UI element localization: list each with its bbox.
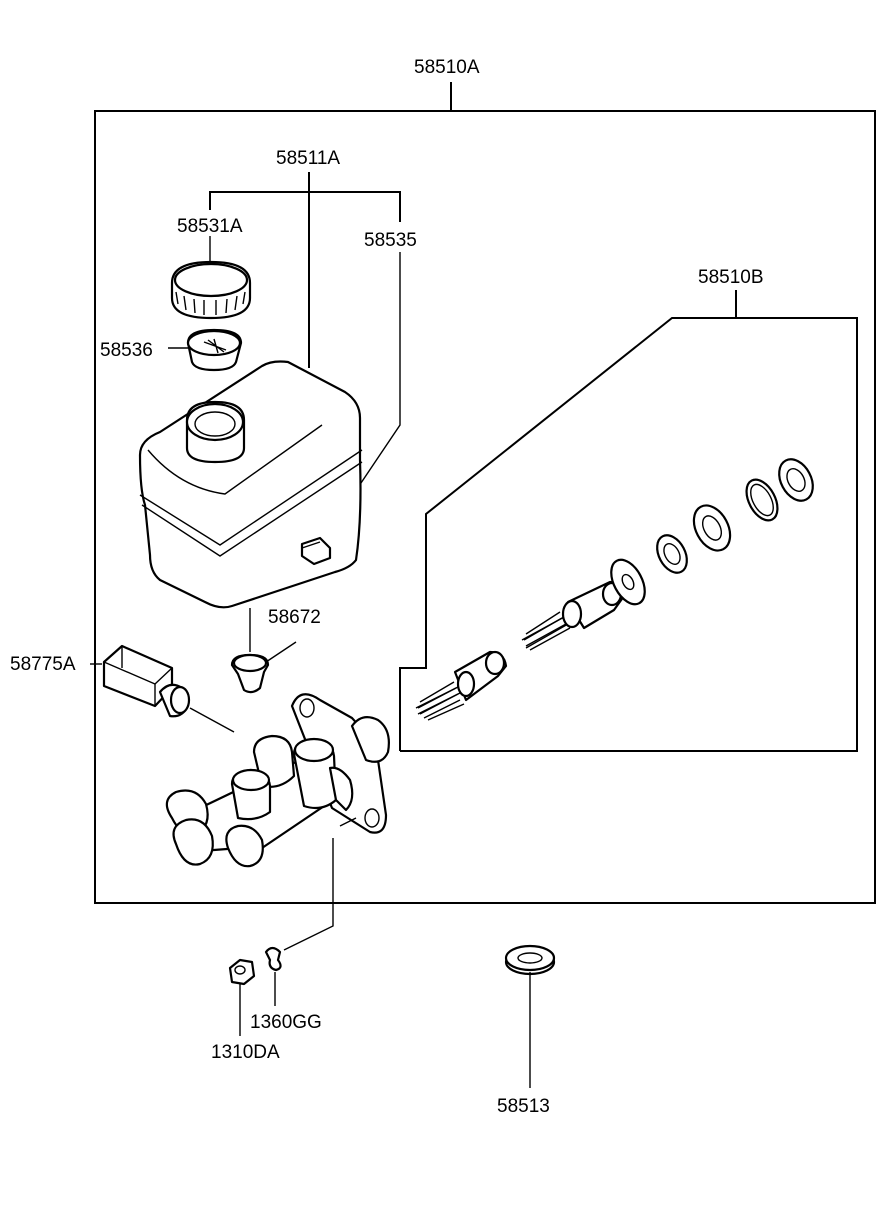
label-58510A: 58510A <box>414 57 480 78</box>
strainer-illustration <box>168 328 243 372</box>
seal-illustration <box>504 944 556 1088</box>
label-1310DA: 1310DA <box>211 1042 280 1063</box>
repair-kit-illustration <box>415 458 814 721</box>
label-58672: 58672 <box>268 607 321 628</box>
label-1360GG: 1360GG <box>250 1012 322 1033</box>
label-58511A: 58511A <box>276 148 340 169</box>
assembly-frame <box>94 82 876 904</box>
label-58513: 58513 <box>497 1096 550 1117</box>
washer-illustration <box>264 946 282 1006</box>
grommet-illustration <box>230 608 297 694</box>
bolt-leader <box>283 838 334 951</box>
reservoir-cap-illustration <box>170 260 252 320</box>
label-58536: 58536 <box>100 340 153 361</box>
label-58510B: 58510B <box>698 267 764 288</box>
label-58775A: 58775A <box>10 654 76 675</box>
master-cylinder-illustration <box>165 693 390 868</box>
kit-frame <box>399 290 858 752</box>
nut-illustration <box>228 958 256 1036</box>
valve-illustration <box>90 644 235 733</box>
reservoir-illustration <box>138 360 363 609</box>
label-58535: 58535 <box>364 230 417 251</box>
label-58531A: 58531A <box>177 216 243 237</box>
